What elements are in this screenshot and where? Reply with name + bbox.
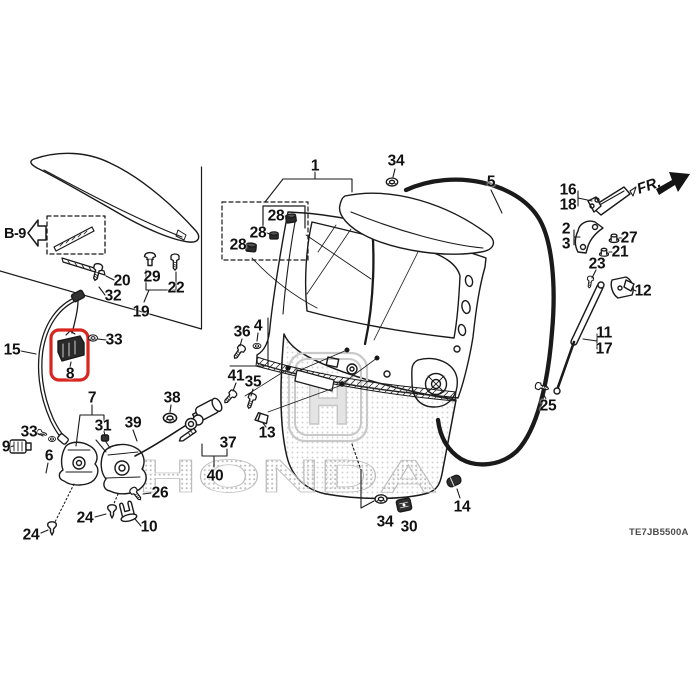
fastener-27	[608, 233, 620, 244]
harness-15-drawing	[37, 289, 86, 445]
grommet-34-top	[385, 177, 399, 187]
stay-bracket-2-3-drawing	[574, 220, 604, 254]
weatherstrip-seal-drawing	[403, 177, 556, 467]
roof-spoiler-drawing	[30, 152, 200, 243]
leader-lines	[9, 168, 637, 534]
b9-section	[27, 215, 106, 255]
gas-strut-drawing	[553, 281, 605, 395]
fr-label: FR.	[635, 174, 663, 198]
fastener-14	[446, 474, 462, 488]
honda-text-watermark: HONDA	[138, 450, 438, 502]
fastener-41	[221, 388, 239, 406]
connector-8-drawing	[57, 330, 85, 362]
fastener-4	[252, 342, 262, 350]
diagram-code: TE7JB5500A	[629, 527, 689, 538]
garnish-strip-20-drawing	[61, 257, 106, 276]
fastener-32	[90, 262, 104, 282]
bracket-12-drawing	[610, 276, 635, 299]
bottom-fasteners	[374, 494, 413, 513]
fastener-21	[598, 247, 610, 257]
fastener-22	[170, 253, 180, 271]
lock-cylinder-37-40	[162, 397, 223, 442]
clip-13	[254, 411, 269, 425]
b9-arrow-icon	[27, 219, 47, 247]
fr-arrow-icon	[656, 172, 690, 195]
fr-direction: FR.	[635, 172, 690, 198]
honda-logo-outline	[287, 351, 369, 443]
section-divider-lines	[0, 166, 203, 330]
hinge-16-18-drawing	[587, 186, 637, 216]
red-highlight-box	[49, 328, 90, 382]
fastener-36	[230, 343, 248, 362]
section-reference-label: B-9	[4, 226, 26, 242]
fastener-33-upper	[87, 334, 99, 342]
fastener-29	[143, 251, 157, 267]
